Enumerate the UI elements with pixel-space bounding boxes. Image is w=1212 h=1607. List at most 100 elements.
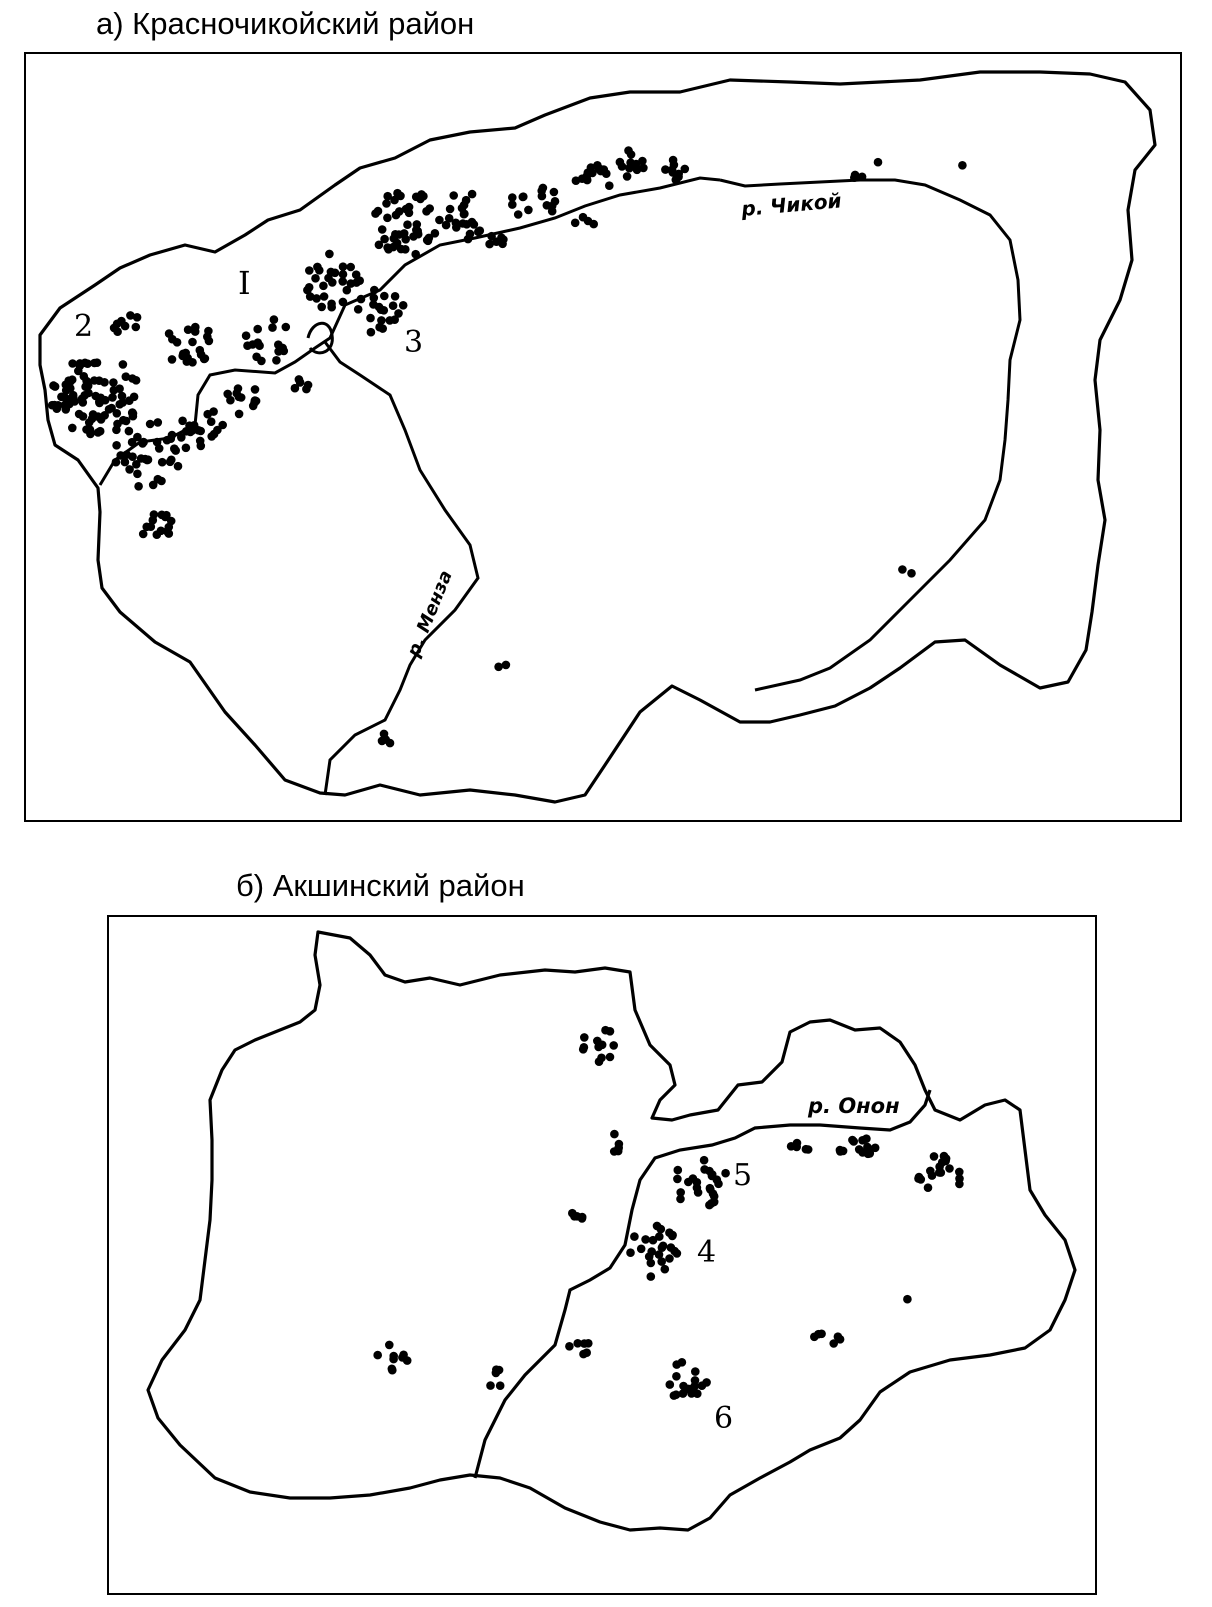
settlement-dot	[632, 165, 642, 175]
settlement-dot	[474, 227, 483, 237]
settlement-dot	[873, 157, 883, 167]
settlement-dot	[128, 452, 137, 462]
settlement-dot	[803, 1145, 813, 1154]
settlement-dot	[241, 331, 251, 341]
settlement-dot	[498, 239, 507, 249]
settlement-dot	[369, 293, 379, 303]
settlement-dot	[579, 1349, 588, 1359]
settlement-dot	[626, 1248, 635, 1257]
settlement-dot	[100, 411, 109, 420]
settlement-dot	[671, 175, 681, 185]
settlement-dot	[508, 193, 517, 202]
settlement-dot	[164, 529, 174, 538]
settlement-dot	[494, 662, 503, 672]
map-a-district-border	[38, 70, 1157, 804]
settlement-dot	[570, 218, 580, 228]
settlement-dot	[593, 1036, 602, 1046]
settlement-dot	[317, 302, 327, 312]
settlement-dot	[945, 1164, 954, 1173]
settlement-dot	[112, 441, 121, 450]
settlement-dot	[120, 321, 130, 331]
settlement-dot	[857, 172, 867, 182]
settlement-dot	[388, 1365, 397, 1375]
settlement-dot	[377, 225, 387, 234]
settlement-dot	[250, 398, 259, 408]
settlement-dot	[312, 294, 321, 303]
settlement-dot	[152, 530, 162, 539]
settlement-dot	[111, 457, 121, 467]
map-b-label-5: 5	[733, 1158, 752, 1193]
map-a-label-1: I	[238, 264, 251, 302]
settlement-dot	[597, 1053, 606, 1063]
settlement-dot	[181, 443, 191, 453]
map-b-label-6: 6	[714, 1401, 733, 1436]
settlement-dot	[673, 1174, 682, 1184]
settlement-dot	[128, 408, 137, 417]
map-b-caption: б) Акшинский район	[236, 868, 525, 903]
settlement-dot	[452, 223, 461, 232]
settlement-dot	[338, 262, 348, 272]
settlement-dot	[303, 285, 312, 295]
settlement-dot	[81, 382, 90, 392]
settlement-dot	[380, 234, 389, 244]
settlement-dot	[549, 187, 559, 197]
settlement-dot	[388, 301, 398, 311]
settlement-dot	[646, 1272, 656, 1281]
settlement-dot	[108, 393, 117, 402]
settlement-dot	[923, 1183, 933, 1192]
settlement-dot	[94, 376, 104, 386]
settlement-dot	[196, 350, 206, 359]
map-b-river-onon	[473, 1089, 932, 1479]
settlement-dot	[672, 1360, 681, 1369]
settlement-dot	[449, 191, 459, 200]
settlement-dot	[955, 1174, 964, 1183]
settlement-dot	[173, 461, 183, 471]
settlement-dot	[154, 444, 164, 453]
settlement-dot	[125, 465, 134, 474]
settlement-dot	[411, 249, 421, 259]
settlement-dot	[459, 209, 469, 219]
settlement-dot	[665, 1228, 674, 1237]
settlement-dot	[290, 383, 300, 393]
settlement-dot	[313, 262, 322, 272]
settlement-dot	[383, 191, 393, 201]
settlement-dot	[609, 1041, 618, 1050]
settlement-dot	[461, 195, 471, 205]
settlement-dot	[218, 420, 227, 430]
settlement-dot	[127, 437, 137, 447]
settlement-dot	[705, 1166, 714, 1176]
settlement-dot	[47, 400, 57, 410]
settlement-dot	[109, 378, 118, 387]
settlement-dot	[647, 1247, 656, 1256]
settlement-dot	[126, 311, 135, 320]
settlement-dot	[379, 729, 389, 739]
settlement-dot	[425, 204, 435, 213]
settlement-dot	[721, 1168, 730, 1178]
settlement-dot	[120, 457, 130, 467]
settlement-dot	[462, 220, 472, 229]
settlement-dot	[346, 262, 356, 272]
settlement-dot	[115, 384, 124, 394]
settlement-dot	[495, 1381, 505, 1390]
settlement-dot	[638, 156, 647, 166]
settlement-dot	[279, 346, 289, 356]
settlement-dot	[508, 200, 517, 209]
settlement-dot	[423, 236, 433, 246]
settlement-dot	[207, 432, 216, 441]
settlement-dot	[133, 432, 142, 442]
settlement-dot	[140, 454, 150, 464]
settlement-dot	[941, 1154, 951, 1163]
settlement-dot	[692, 1183, 702, 1192]
settlement-dot	[605, 181, 614, 190]
settlement-dot	[383, 213, 392, 223]
settlement-dot	[233, 384, 243, 393]
settlement-dot	[829, 1339, 838, 1348]
settlement-dot	[311, 274, 320, 283]
settlement-dot	[927, 1171, 937, 1180]
settlement-dot	[402, 1356, 412, 1365]
settlement-dot	[209, 407, 218, 416]
settlement-dot	[444, 214, 454, 223]
settlement-dot	[669, 1391, 679, 1400]
settlement-dot	[494, 1365, 504, 1375]
